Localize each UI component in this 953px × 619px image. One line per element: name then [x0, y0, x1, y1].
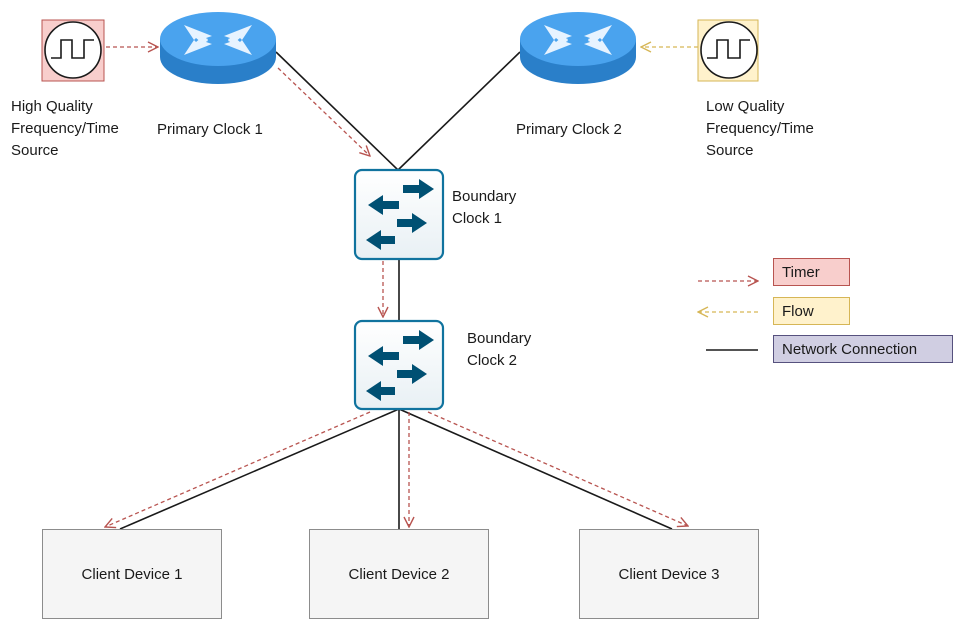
- connection-primary1-boundary1: [275, 51, 399, 171]
- legend-network-connection: Network Connection: [773, 335, 953, 363]
- boundary-label-line: Clock 1: [452, 210, 503, 227]
- client-device-3: Client Device 3: [579, 529, 759, 619]
- high-quality-source: [41, 19, 105, 82]
- boundary-label-line: Boundary: [452, 188, 517, 205]
- source-label-line: Frequency/Time: [706, 120, 814, 137]
- clock-source-icon: [700, 21, 758, 79]
- source-label-line: Frequency/Time: [11, 120, 119, 137]
- primary-clock-1-label: Primary Clock 1: [157, 121, 263, 138]
- timer-arrows: [105, 47, 688, 527]
- source-label-line: High Quality: [11, 98, 93, 115]
- connection-boundary2-client3: [398, 408, 673, 530]
- boundary-label-line: Boundary: [467, 330, 532, 347]
- legend-flow: Flow: [773, 297, 850, 325]
- connection-primary2-boundary1: [397, 51, 521, 171]
- legend-lines: [698, 281, 758, 351]
- boundary-clock-1-label: Boundary Clock 1: [452, 186, 516, 230]
- source-label-line: Source: [11, 142, 59, 159]
- client-device-2: Client Device 2: [309, 529, 489, 619]
- primary-clock-2-label: Primary Clock 2: [516, 121, 622, 138]
- clock-source-icon: [44, 21, 102, 79]
- router-icon: [160, 12, 276, 84]
- switch-icon: [353, 168, 445, 261]
- low-quality-source: [697, 19, 759, 82]
- low-quality-source-label: Low Quality Frequency/Time Source: [706, 96, 814, 162]
- boundary-clock-2-label: Boundary Clock 2: [467, 328, 531, 372]
- connection-boundary2-client1: [119, 408, 400, 530]
- legend-timer: Timer: [773, 258, 850, 286]
- router-icon: [520, 12, 636, 84]
- client-device-1: Client Device 1: [42, 529, 222, 619]
- timer-arrow-primary1-boundary1: [277, 67, 370, 156]
- switch-icon: [353, 319, 445, 411]
- client-device-label: Client Device 2: [348, 565, 450, 583]
- boundary-label-line: Clock 2: [467, 352, 518, 369]
- timer-arrow-boundary2-client3: [427, 411, 688, 526]
- source-label-line: Low Quality: [706, 98, 785, 115]
- source-label-line: Source: [706, 142, 754, 159]
- timer-arrow-boundary2-client1: [105, 411, 371, 527]
- high-quality-source-label: High Quality Frequency/Time Source: [11, 96, 119, 162]
- network-connections: [119, 51, 673, 530]
- client-device-label: Client Device 1: [81, 565, 183, 583]
- client-device-label: Client Device 3: [618, 565, 720, 583]
